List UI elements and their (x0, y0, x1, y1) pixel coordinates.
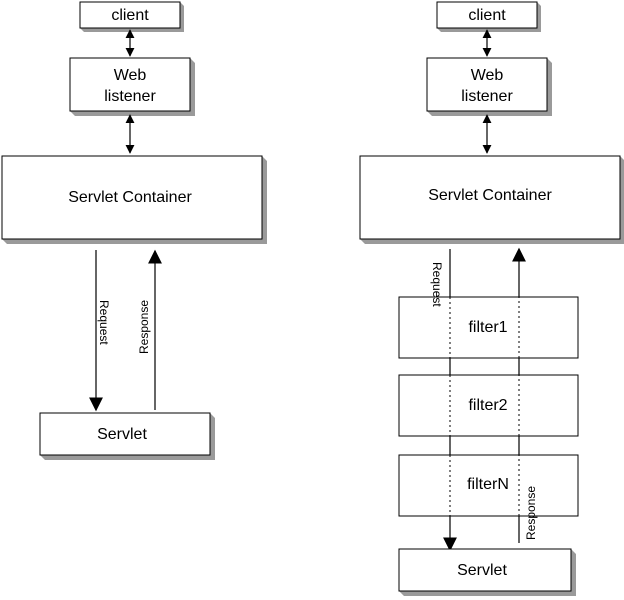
right-filter1-label: filter1 (468, 319, 507, 336)
right-servlet-container-label: Servlet Container (428, 187, 552, 204)
right-filter1-box (398, 296, 579, 359)
right-web-listener-label-2: listener (461, 88, 513, 105)
right-filter2-label: filter2 (468, 397, 507, 414)
right-servlet-container-box: Servlet Container (359, 155, 624, 244)
left-client-label: client (111, 7, 149, 24)
left-diagram: client Web listener Servlet Container Re… (1, 1, 267, 460)
left-web-listener-box: Web listener (69, 57, 195, 116)
left-request-label: Request (97, 300, 111, 345)
right-request-label: Request (430, 262, 444, 307)
right-filterN-box (398, 454, 579, 517)
right-filterN-label: filterN (467, 476, 509, 493)
right-web-listener-box: Web listener (426, 57, 552, 116)
right-client-box: client (436, 1, 541, 32)
right-filter2-box (398, 374, 579, 437)
right-servlet-box: Servlet (398, 548, 576, 596)
right-web-listener-label-1: Web (471, 67, 504, 84)
right-servlet-label: Servlet (457, 562, 507, 579)
left-response-label: Response (137, 300, 151, 354)
left-servlet-label: Servlet (97, 426, 147, 443)
left-servlet-container-box: Servlet Container (1, 155, 267, 244)
right-response-label: Response (524, 486, 538, 540)
left-web-listener-label-1: Web (114, 67, 147, 84)
right-diagram: client Web listener Servlet Container fi… (359, 1, 624, 596)
left-servlet-container-label: Servlet Container (68, 189, 192, 206)
left-client-box: client (79, 1, 184, 32)
right-client-label: client (468, 7, 506, 24)
left-servlet-box: Servlet (39, 412, 215, 460)
left-web-listener-label-2: listener (104, 88, 156, 105)
